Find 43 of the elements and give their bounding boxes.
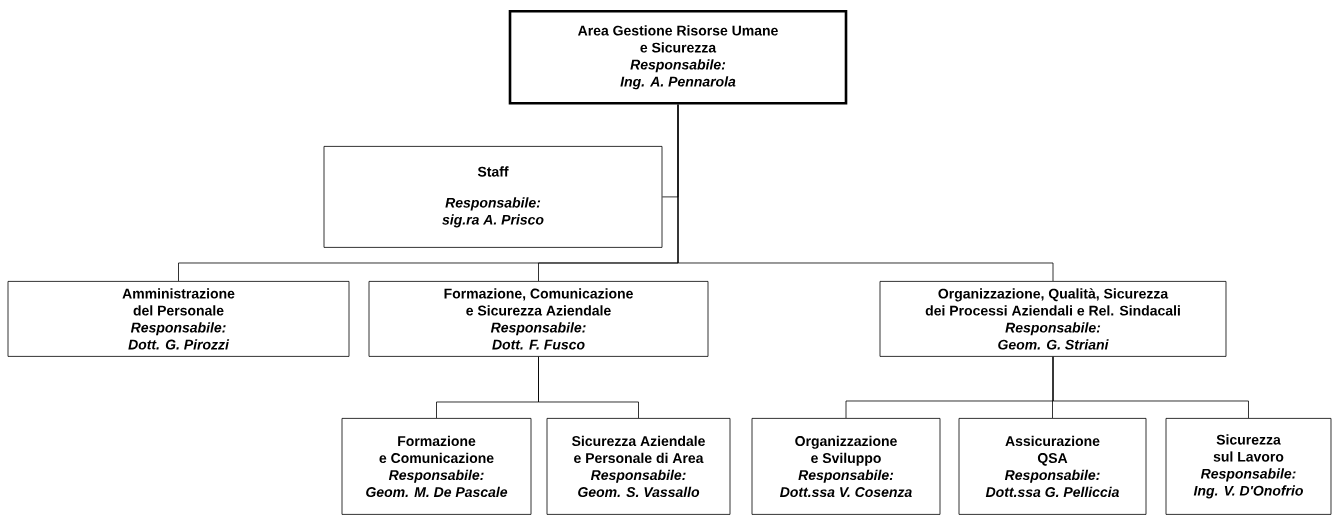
role-label: Responsabile:: [798, 469, 894, 483]
box-title: Formazione, Comunicazione e Sicurezza Aziendale: [444, 288, 633, 316]
org-box: [879, 281, 1227, 357]
connector-line: [538, 356, 639, 419]
connector-line: [677, 104, 1054, 282]
person-name: Dott. F. Fusco: [492, 339, 585, 350]
person-name: Dott.ssa G. Pelliccia: [985, 486, 1119, 498]
role-label: Responsabile:: [445, 197, 541, 211]
org-box: [323, 146, 663, 248]
org-box: [7, 281, 350, 357]
role-label: Responsabile:: [490, 322, 586, 336]
org-box: [341, 418, 532, 515]
org-box: [508, 10, 848, 105]
person-name: Ing. A. Pennarola: [620, 76, 736, 90]
box-title: Sicurezza sul Lavoro: [1213, 434, 1284, 462]
org-box: [1165, 418, 1332, 515]
org-box: [368, 281, 709, 357]
org-box: [546, 418, 731, 515]
box-title: Assicurazione QSA: [1005, 435, 1100, 466]
person-name: Ing. V. D'Onofrio: [1193, 485, 1303, 499]
role-label: Responsabile:: [1005, 322, 1101, 336]
person-name: Geom. M. De Pascale: [366, 486, 508, 498]
box-title: Organizzazione e Sviluppo: [795, 435, 897, 466]
person-name: Dott.ssa V. Cosenza: [780, 487, 912, 498]
role-label: Responsabile:: [130, 322, 226, 336]
box-title: Staff: [477, 166, 509, 177]
org-box: [958, 418, 1147, 515]
role-label: Responsabile:: [590, 469, 686, 483]
role-label: Responsabile:: [630, 59, 726, 73]
connector-line: [1052, 356, 1249, 419]
box-title: Formazione e Comunicazione: [379, 435, 494, 464]
person-name: Dott. G. Pirozzi: [128, 339, 230, 350]
box-title: Organizzazione, Qualità, Sicurezza dei Processi Aziendali e Rel. Sindacali: [925, 288, 1180, 316]
person-name: sig.ra A. Prisco: [442, 214, 544, 228]
box-title: Area Gestione Risorse Umane e Sicurezza: [578, 25, 778, 53]
role-label: Responsabile:: [1200, 468, 1296, 482]
person-name: Geom. G. Striani: [998, 339, 1109, 350]
box-title: Amministrazione del Personale: [122, 288, 235, 316]
org-box: [751, 418, 941, 515]
role-label: Responsabile:: [388, 469, 484, 483]
person-name: Geom. S. Vassallo: [578, 486, 700, 498]
box-title: Sicurezza Aziendale e Personale di Area: [572, 435, 705, 464]
role-label: Responsabile:: [1004, 469, 1100, 483]
